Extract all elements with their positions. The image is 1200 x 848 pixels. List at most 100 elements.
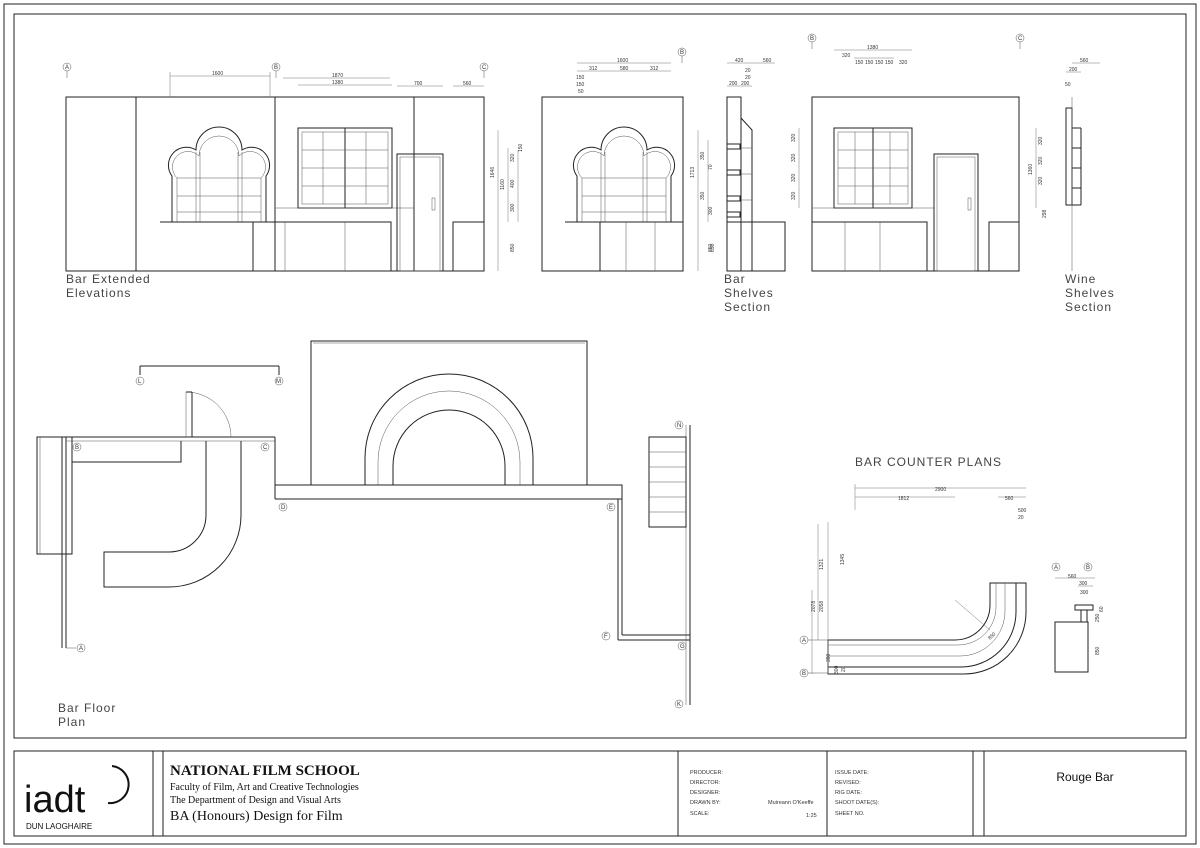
- svg-text:DRAWN BY:: DRAWN BY:: [690, 800, 721, 806]
- svg-text:PRODUCER:: PRODUCER:: [690, 770, 723, 776]
- svg-text:50: 50: [1065, 82, 1071, 88]
- svg-text:1600: 1600: [212, 71, 223, 77]
- svg-text:300: 300: [1079, 581, 1088, 587]
- sheet-border-outer: [3, 3, 1197, 845]
- svg-text:B: B: [274, 65, 278, 71]
- svg-text:B: B: [802, 671, 806, 677]
- label-bar-shelves-section: Bar Shelves Section: [724, 272, 778, 314]
- svg-text:320: 320: [791, 173, 797, 182]
- staircase: [648, 436, 687, 528]
- svg-text:850: 850: [510, 243, 516, 252]
- svg-text:50: 50: [578, 89, 584, 95]
- extended-elevation: 1600 1870 1380 700 560 1646 1160 320 400…: [62, 62, 524, 300]
- svg-text:320: 320: [791, 191, 797, 200]
- svg-text:70: 70: [708, 164, 714, 170]
- svg-text:60: 60: [1099, 606, 1105, 612]
- svg-text:B: B: [810, 36, 814, 42]
- elevation-dimensions-side: 1646 1160 320 400 300 150 850: [490, 130, 524, 271]
- svg-text:850: 850: [710, 243, 716, 252]
- svg-text:312: 312: [650, 66, 659, 72]
- svg-text:320: 320: [1038, 136, 1044, 145]
- elevation-dimensions-top: 1600 1870 1380 700 560: [169, 71, 484, 97]
- svg-text:200: 200: [741, 81, 750, 87]
- grid-tag-f-plan: F: [601, 631, 611, 641]
- svg-text:2078: 2078: [811, 601, 817, 612]
- svg-text:1713: 1713: [690, 167, 696, 178]
- label-floor-plan: Bar Floor Plan: [58, 701, 121, 729]
- svg-text:N: N: [677, 423, 681, 429]
- bar-floor-plan: L M B C D E F G A N K: [36, 340, 691, 729]
- grid-tag-g-plan: G: [677, 641, 687, 651]
- svg-text:SHOOT DATE(S):: SHOOT DATE(S):: [835, 800, 880, 806]
- svg-text:K: K: [677, 702, 681, 708]
- bar-shelves-dimensions: 420 560 20 20 200 200 850: [710, 58, 775, 252]
- svg-text:320: 320: [899, 60, 908, 66]
- svg-text:ISSUE DATE:: ISSUE DATE:: [835, 770, 869, 776]
- title-fields-left: PRODUCER: DIRECTOR: DESIGNER: DRAWN BY: …: [690, 770, 817, 819]
- svg-text:700: 700: [414, 81, 423, 87]
- window-door-dimensions: 1380 320 150 150 150 150 320 320 320 320…: [791, 45, 912, 208]
- svg-text:1345: 1345: [840, 554, 846, 565]
- svg-text:150: 150: [885, 60, 894, 66]
- grid-tag-c-elev: C: [479, 62, 489, 78]
- svg-text:B: B: [75, 445, 79, 451]
- svg-text:560: 560: [763, 58, 772, 64]
- svg-text:A: A: [79, 646, 83, 652]
- svg-text:560: 560: [1068, 574, 1077, 580]
- grid-tag-a-counter: A: [799, 635, 828, 645]
- svg-text:Muireann O'Keeffe: Muireann O'Keeffe: [768, 800, 814, 806]
- svg-text:D: D: [281, 505, 286, 511]
- grid-tag-c-window: C: [1015, 33, 1025, 49]
- wine-shelves-section: 560 200 50 1360 320 320 320 298 Wine She…: [1028, 58, 1119, 314]
- svg-text:DESIGNER:: DESIGNER:: [690, 790, 721, 796]
- svg-text:300: 300: [834, 665, 840, 674]
- label-wine-shelves-section: Wine Shelves Section: [1065, 272, 1119, 314]
- paned-window: [275, 127, 414, 209]
- svg-text:1360: 1360: [1028, 164, 1034, 175]
- svg-text:SHEET NO.: SHEET NO.: [835, 811, 865, 817]
- svg-text:C: C: [1018, 36, 1023, 42]
- school-name: NATIONAL FILM SCHOOL: [170, 763, 360, 779]
- label-counter-plans: BAR COUNTER PLANS: [855, 455, 1002, 469]
- grid-tag-b-arch: B: [677, 47, 687, 63]
- svg-text:200: 200: [729, 81, 738, 87]
- arch-wall-dimensions: 1600 312 580 312 150 150 50 1713 350 350…: [576, 58, 714, 271]
- svg-text:B: B: [680, 50, 684, 56]
- arch-wall-elevation: 1600 312 580 312 150 150 50 1713 350 350…: [541, 47, 714, 272]
- grid-tag-n-plan: N: [674, 420, 684, 430]
- svg-text:1:25: 1:25: [806, 813, 817, 819]
- svg-text:298: 298: [1042, 209, 1048, 218]
- svg-text:320: 320: [791, 153, 797, 162]
- svg-text:iadt: iadt: [24, 779, 86, 821]
- svg-text:320: 320: [1038, 176, 1044, 185]
- arched-shelving-unit: [160, 126, 275, 223]
- svg-text:A: A: [802, 638, 806, 644]
- bar-shelves-section: 420 560 20 20 200 200 850 Bar Shelves Se…: [710, 58, 786, 314]
- svg-text:300: 300: [708, 206, 714, 215]
- svg-text:G: G: [680, 644, 685, 650]
- course-name: BA (Honours) Design for Film: [170, 809, 343, 824]
- svg-text:20: 20: [1018, 515, 1024, 521]
- svg-text:320: 320: [842, 53, 851, 59]
- svg-text:20: 20: [745, 68, 751, 74]
- svg-text:300: 300: [510, 203, 516, 212]
- svg-text:1646: 1646: [490, 167, 496, 178]
- svg-text:DUN LAOGHAIRE: DUN LAOGHAIRE: [26, 822, 92, 831]
- svg-text:20: 20: [745, 75, 751, 81]
- svg-text:400: 400: [510, 179, 516, 188]
- svg-text:300: 300: [1080, 590, 1089, 596]
- svg-text:SCALE:: SCALE:: [690, 811, 710, 817]
- svg-text:250: 250: [1095, 613, 1101, 622]
- svg-text:REVISED:: REVISED:: [835, 780, 861, 786]
- svg-text:320: 320: [1038, 156, 1044, 165]
- department-name: The Department of Design and Visual Arts: [170, 795, 341, 806]
- svg-text:150: 150: [855, 60, 864, 66]
- title-fields-right: ISSUE DATE: REVISED: RIG DATE: SHOOT DAT…: [835, 770, 880, 817]
- svg-text:150: 150: [576, 75, 585, 81]
- svg-text:M: M: [276, 379, 281, 385]
- title-block: iadt DUN LAOGHAIRE NATIONAL FILM SCHOOL …: [13, 750, 1187, 837]
- svg-text:E: E: [609, 505, 613, 511]
- grid-tag-b-window: B: [807, 33, 817, 49]
- svg-text:RIG DATE:: RIG DATE:: [835, 790, 863, 796]
- svg-text:850: 850: [708, 243, 714, 252]
